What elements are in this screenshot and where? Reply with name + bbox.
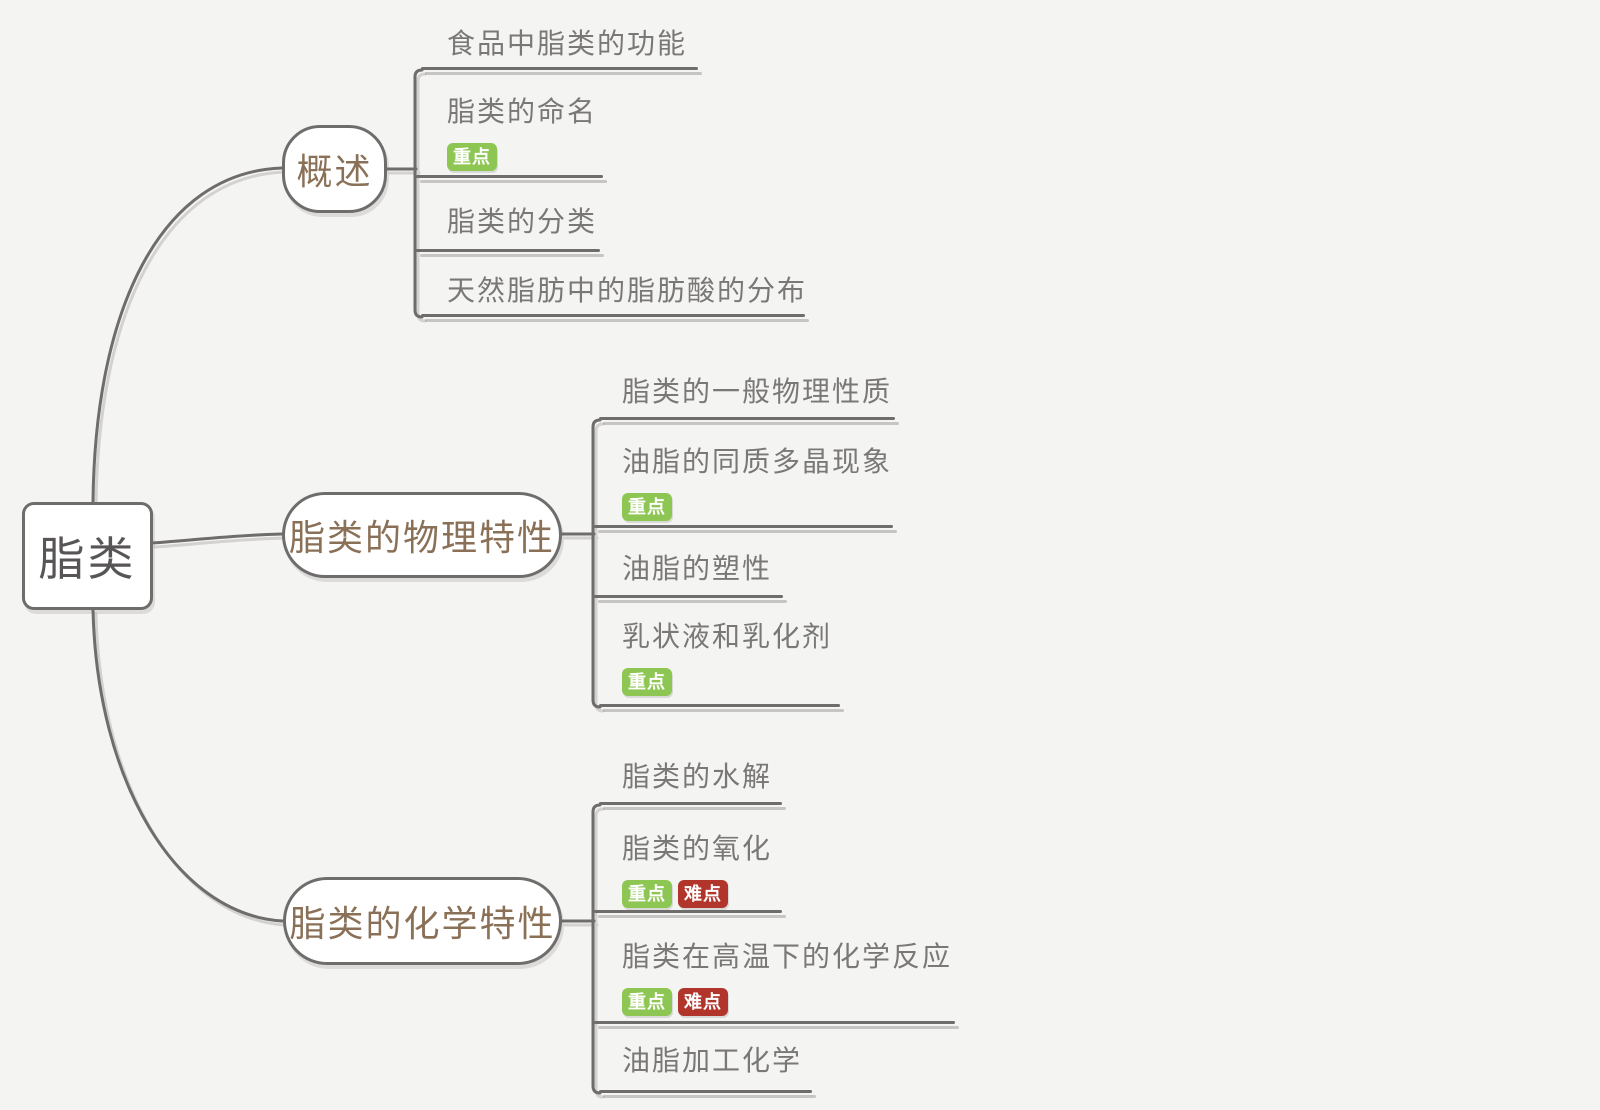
- subtopic[interactable]: 油脂的同质多晶现象 重点: [594, 448, 893, 528]
- marker-key-point[interactable]: 重点: [622, 493, 672, 521]
- marker-difficult-point[interactable]: 难点: [678, 880, 728, 908]
- marker-difficult-point[interactable]: 难点: [678, 988, 728, 1016]
- subtopic-label: 脂类的水解: [622, 761, 773, 792]
- marker-key-point[interactable]: 重点: [447, 143, 497, 171]
- branch-topic-physical-label: 脂类的物理特性: [288, 517, 555, 558]
- branch-topic-chemical-label: 脂类的化学特性: [289, 903, 556, 944]
- topic-underline: [594, 525, 893, 528]
- branch-topic-chemical[interactable]: 脂类的化学特性: [283, 877, 562, 965]
- topic-underline: [416, 249, 600, 252]
- bracket-branch-overview: [413, 68, 424, 319]
- subtopic-label: 脂类的一般物理性质: [622, 376, 893, 407]
- subtopic[interactable]: 乳状液和乳化剂 重点: [599, 623, 840, 707]
- subtopic-label: 油脂的同质多晶现象: [622, 446, 893, 477]
- topic-underline: [594, 910, 782, 913]
- subtopic-label: 油脂的塑性: [622, 553, 773, 584]
- branch-topic-physical[interactable]: 脂类的物理特性: [282, 492, 562, 578]
- subtopic[interactable]: 脂类的一般物理性质: [599, 378, 895, 420]
- topic-underline: [416, 175, 603, 178]
- subtopic[interactable]: 脂类的氧化 重点 难点: [594, 835, 782, 913]
- topic-underline: [594, 1021, 955, 1024]
- topic-underline: [599, 417, 895, 420]
- marker-row: 重点 难点: [594, 880, 782, 908]
- topic-root[interactable]: 脂类: [22, 502, 153, 610]
- marker-key-point[interactable]: 重点: [622, 988, 672, 1016]
- branch-topic-overview[interactable]: 概述: [282, 125, 387, 213]
- bracket-branch-physical: [591, 418, 602, 709]
- topic-underline: [421, 67, 698, 70]
- subtopic-label: 乳状液和乳化剂: [622, 621, 833, 652]
- marker-key-point[interactable]: 重点: [622, 880, 672, 908]
- subtopic[interactable]: 油脂的塑性: [594, 555, 783, 598]
- branch-topic-overview-label: 概述: [296, 151, 373, 192]
- subtopic[interactable]: 脂类的命名 重点: [416, 98, 603, 178]
- subtopic-label: 脂类的氧化: [622, 833, 773, 864]
- subtopic-label: 脂类的命名: [447, 96, 598, 127]
- marker-row: 重点: [599, 668, 840, 696]
- topic-underline: [599, 1090, 812, 1093]
- topic-underline: [594, 595, 783, 598]
- topic-underline: [599, 802, 782, 805]
- edge-root-to-branch-chemical: [91, 608, 285, 923]
- topic-underline: [421, 314, 805, 317]
- marker-key-point[interactable]: 重点: [622, 668, 672, 696]
- subtopic[interactable]: 脂类的水解: [599, 763, 782, 805]
- bracket-branch-chemical: [591, 803, 602, 1095]
- marker-row: 重点 难点: [594, 988, 955, 1016]
- subtopic-label: 脂类的分类: [447, 206, 598, 237]
- marker-row: 重点: [416, 143, 603, 171]
- topic-root-label: 脂类: [38, 533, 137, 585]
- topic-underline: [599, 704, 840, 707]
- edge-root-to-branch-overview: [91, 166, 284, 504]
- subtopic[interactable]: 食品中脂类的功能: [421, 30, 698, 70]
- edge-root-to-branch-physical: [150, 532, 284, 545]
- marker-row: 重点: [594, 493, 893, 521]
- subtopic-label: 油脂加工化学: [622, 1045, 803, 1076]
- subtopic-label: 食品中脂类的功能: [447, 28, 688, 59]
- subtopic[interactable]: 天然脂肪中的脂肪酸的分布: [421, 277, 805, 317]
- subtopic[interactable]: 脂类的分类: [416, 208, 600, 252]
- subtopic[interactable]: 油脂加工化学: [599, 1047, 812, 1093]
- subtopic-label: 脂类在高温下的化学反应: [622, 941, 953, 972]
- subtopic-label: 天然脂肪中的脂肪酸的分布: [447, 275, 808, 306]
- subtopic[interactable]: 脂类在高温下的化学反应 重点 难点: [594, 943, 955, 1024]
